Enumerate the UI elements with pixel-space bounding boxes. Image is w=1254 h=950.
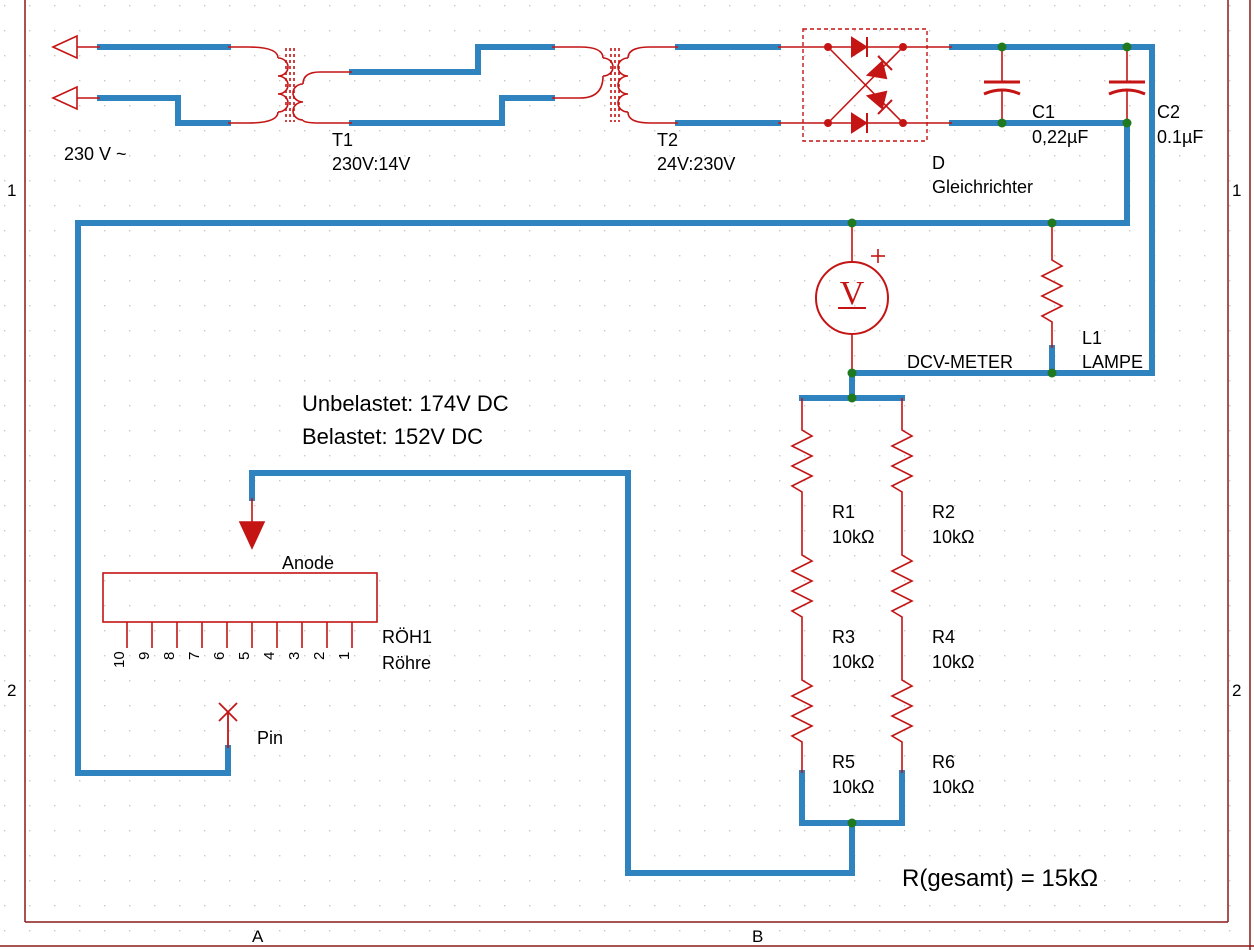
resistor-r3-icon xyxy=(790,523,814,648)
t2-value-label: 24V:230V xyxy=(657,154,735,174)
r5-ref-label: R5 xyxy=(832,752,855,772)
tube-pin-label: 2 xyxy=(311,652,328,660)
junction-dot xyxy=(847,818,857,828)
resistor-r2-icon xyxy=(890,398,914,523)
tube-pin-label: 3 xyxy=(286,652,303,660)
r4-ref-label: R4 xyxy=(932,627,955,647)
transformer-t2-icon[interactable] xyxy=(552,46,678,124)
resistor-r5-icon xyxy=(790,648,814,773)
source-label: 230 V ~ xyxy=(64,144,127,164)
junction-dot xyxy=(997,118,1007,128)
r1-ref-label: R1 xyxy=(832,502,855,522)
tube-value-label: Röhre xyxy=(382,653,431,673)
junction-dot xyxy=(997,42,1007,52)
junction-dot xyxy=(1047,218,1057,228)
c1-value-label: 0,22µF xyxy=(1032,127,1088,147)
frame-row-label-left-2: 2 xyxy=(7,681,16,700)
r3-value-label: 10kΩ xyxy=(832,652,874,672)
r4-value-label: 10kΩ xyxy=(932,652,974,672)
r6-ref-label: R6 xyxy=(932,752,955,772)
frame-column-label-a: A xyxy=(252,927,264,946)
r1-value-label: 10kΩ xyxy=(832,527,874,547)
wire-t1-t2-top[interactable] xyxy=(349,44,555,75)
junction-dot xyxy=(1047,368,1057,378)
junction-dot xyxy=(847,218,857,228)
capacitor-c2-icon[interactable] xyxy=(1108,47,1146,123)
tube-ref-label: RÖH1 xyxy=(382,627,432,647)
r2-value-label: 10kΩ xyxy=(932,527,974,547)
pin-label: Pin xyxy=(257,728,283,748)
note-total-resistance: R(gesamt) = 15kΩ xyxy=(902,865,1098,892)
junction-dot xyxy=(1122,118,1132,128)
tube-pin-label: 6 xyxy=(211,652,228,660)
r2-ref-label: R2 xyxy=(932,502,955,522)
tube-pin-numbers: 10 9 8 7 6 5 4 3 2 1 xyxy=(111,651,353,668)
pin-x-icon[interactable] xyxy=(218,702,238,748)
mains-connector-icon[interactable] xyxy=(51,34,100,111)
rectifier-value-label: Gleichrichter xyxy=(932,177,1033,197)
tube-pin-label: 1 xyxy=(336,652,353,660)
wire-mains-bottom[interactable] xyxy=(97,95,231,126)
voltmeter-icon[interactable] xyxy=(815,223,889,373)
c2-value-label: 0.1µF xyxy=(1157,127,1203,147)
frame-column-label-b: B xyxy=(752,927,763,946)
note-unloaded-voltage: Unbelastet: 174V DC xyxy=(302,391,509,416)
junction-dot xyxy=(1122,42,1132,52)
meter-ref-label: DCV-METER xyxy=(907,352,1013,372)
wire-to-anode[interactable] xyxy=(249,470,855,876)
lamp-value-label: LAMPE xyxy=(1082,352,1143,372)
c2-ref-label: C2 xyxy=(1157,102,1180,122)
junction-dot xyxy=(847,393,857,403)
r5-value-label: 10kΩ xyxy=(832,777,874,797)
note-loaded-voltage: Belastet: 152V DC xyxy=(302,424,483,449)
tube-pin-label: 10 xyxy=(111,651,128,668)
frame-row-label-right-2: 2 xyxy=(1232,681,1241,700)
t1-value-label: 230V:14V xyxy=(332,154,410,174)
frame-row-label-right-1: 1 xyxy=(1232,181,1241,200)
t1-ref-label: T1 xyxy=(332,130,353,150)
tube-pin-label: 4 xyxy=(261,652,278,660)
tube-anode-label: Anode xyxy=(282,553,334,573)
transformer-t1-icon[interactable] xyxy=(228,46,352,124)
t2-ref-label: T2 xyxy=(657,130,678,150)
resistor-r6-icon xyxy=(890,648,914,773)
r3-ref-label: R3 xyxy=(832,627,855,647)
resistor-r4-icon xyxy=(890,523,914,648)
junction-dots xyxy=(847,42,1132,828)
tube-pin-label: 9 xyxy=(136,652,153,660)
tube-roeh1-icon[interactable] xyxy=(102,498,378,648)
tube-pin-label: 7 xyxy=(186,652,203,660)
tube-pin-label: 5 xyxy=(236,652,253,660)
rectifier-ref-label: D xyxy=(932,153,945,173)
wire-t1-t2-bottom[interactable] xyxy=(349,95,555,126)
rectifier-bridge-icon[interactable] xyxy=(778,28,952,142)
r6-value-label: 10kΩ xyxy=(932,777,974,797)
capacitor-c1-icon[interactable] xyxy=(983,47,1021,123)
resistor-network-icon[interactable] xyxy=(790,398,914,773)
wire-dc-positive[interactable] xyxy=(849,44,1155,401)
c1-ref-label: C1 xyxy=(1032,102,1055,122)
voltmeter-symbol: V xyxy=(840,275,865,312)
junction-dot xyxy=(847,368,857,378)
tube-pin-label: 8 xyxy=(161,652,178,660)
frame-row-label-left-1: 1 xyxy=(7,181,16,200)
lamp-resistor-icon[interactable] xyxy=(1040,223,1064,348)
resistor-r1-icon xyxy=(790,398,814,523)
lamp-ref-label: L1 xyxy=(1082,328,1102,348)
